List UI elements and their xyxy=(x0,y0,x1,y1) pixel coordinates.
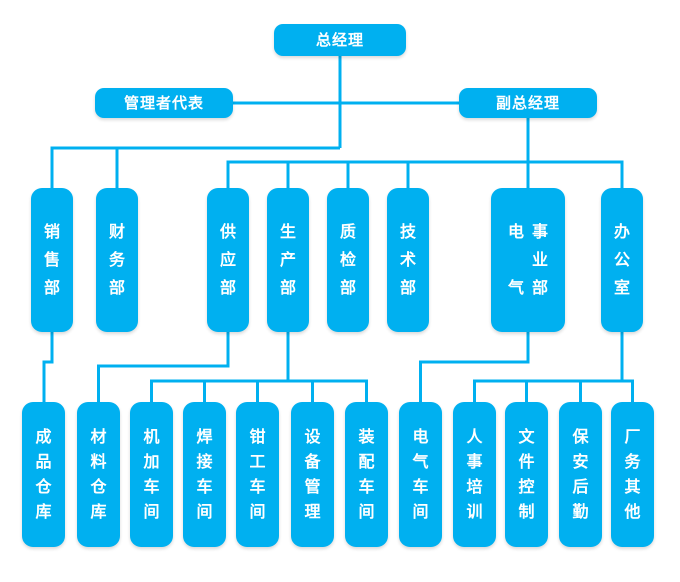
welding-workshop-label: 焊接车间 xyxy=(196,427,213,521)
org-node-fitter-workshop: 钳工车间 xyxy=(236,402,279,547)
org-node-electrical-business-division: 电气 事业部 xyxy=(491,188,565,332)
edge-rail2 xyxy=(226,160,624,188)
production-dept-label: 生产部 xyxy=(279,222,296,297)
org-node-electrical-workshop: 电气车间 xyxy=(399,402,442,547)
org-node-quality-inspection-dept: 质检部 xyxy=(327,188,369,332)
org-node-general-manager: 总经理 xyxy=(274,24,406,56)
org-node-technology-dept: 技术部 xyxy=(387,188,429,332)
assembly-workshop-label: 装配车间 xyxy=(358,427,375,521)
org-node-hr-training: 人事培训 xyxy=(453,402,496,547)
org-node-machining-workshop: 机加车间 xyxy=(130,402,173,547)
finished-goods-warehouse-label: 成品仓库 xyxy=(35,427,52,521)
org-node-supply-dept: 供应部 xyxy=(207,188,249,332)
org-node-production-dept: 生产部 xyxy=(267,188,309,332)
org-node-finished-goods-warehouse: 成品仓库 xyxy=(22,402,65,547)
machining-workshop-label: 机加车间 xyxy=(143,427,160,521)
finance-dept-label: 财务部 xyxy=(108,222,125,297)
hr-training-label: 人事培训 xyxy=(466,427,483,521)
sales-dept-label: 销售部 xyxy=(43,222,60,297)
equipment-management-label: 设备管理 xyxy=(304,427,321,521)
edge-electrical-div-shop xyxy=(419,332,530,402)
org-node-finance-dept: 财务部 xyxy=(96,188,138,332)
org-node-management-representative: 管理者代表 xyxy=(95,88,233,118)
edge-rail1-sales xyxy=(50,146,340,188)
supply-dept-label: 供应部 xyxy=(219,222,236,297)
general-manager-label: 总经理 xyxy=(315,30,364,49)
electrical-division-col1: 电气 xyxy=(507,222,524,297)
org-node-security-logistics: 保安后勤 xyxy=(559,402,602,547)
office-label: 办公室 xyxy=(613,222,630,297)
edge-sales-finished xyxy=(42,332,54,402)
document-control-label: 文件控制 xyxy=(518,427,535,521)
org-node-document-control: 文件控制 xyxy=(505,402,548,547)
edge-supply-material xyxy=(97,332,230,402)
fitter-workshop-label: 钳工车间 xyxy=(249,427,266,521)
org-node-assembly-workshop: 装配车间 xyxy=(345,402,388,547)
security-logistics-label: 保安后勤 xyxy=(572,427,589,521)
org-node-welding-workshop: 焊接车间 xyxy=(183,402,226,547)
org-node-equipment-management: 设备管理 xyxy=(291,402,334,547)
electrical-business-division-label: 电气 事业部 xyxy=(508,224,548,296)
material-warehouse-label: 材料仓库 xyxy=(90,427,107,521)
deputy-general-manager-label: 副总经理 xyxy=(495,93,560,112)
technology-dept-label: 技术部 xyxy=(399,222,416,297)
electrical-division-col2: 事业部 xyxy=(532,222,549,297)
factory-affairs-other-label: 厂务其他 xyxy=(624,427,641,521)
org-node-factory-affairs-other: 厂务其他 xyxy=(611,402,654,547)
org-node-sales-dept: 销售部 xyxy=(31,188,73,332)
edge-rail4 xyxy=(473,379,634,402)
org-node-deputy-general-manager: 副总经理 xyxy=(459,88,597,118)
org-node-office: 办公室 xyxy=(601,188,643,332)
management-representative-label: 管理者代表 xyxy=(123,93,204,112)
electrical-workshop-label: 电气车间 xyxy=(412,427,429,521)
org-node-material-warehouse: 材料仓库 xyxy=(77,402,120,547)
quality-inspection-dept-label: 质检部 xyxy=(339,222,356,297)
